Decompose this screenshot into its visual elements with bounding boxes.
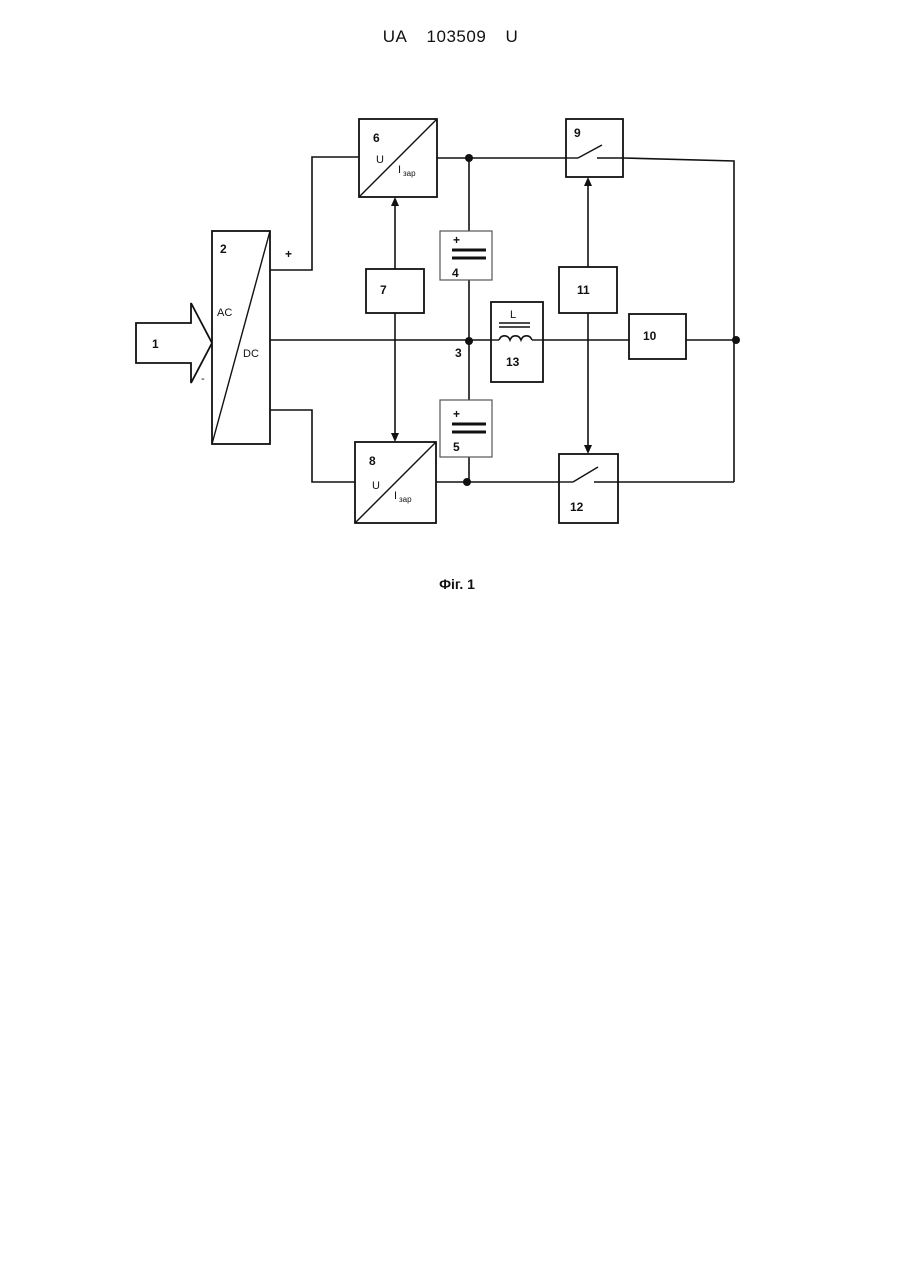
converter-6-u: U bbox=[376, 154, 384, 166]
converter-8-u: U bbox=[372, 480, 380, 492]
junction-right bbox=[732, 336, 740, 344]
arrow-to-12 bbox=[584, 445, 592, 454]
capacitor-5-box bbox=[440, 400, 492, 457]
converter-6-i: I bbox=[398, 164, 401, 176]
label-5: 5 bbox=[453, 440, 460, 454]
figure-caption: Фiг. 1 bbox=[0, 576, 901, 592]
label-13: 13 bbox=[506, 355, 520, 369]
controller-11: 11 bbox=[559, 267, 617, 313]
inductor-13: L 13 bbox=[491, 302, 543, 382]
controller-7-box bbox=[366, 269, 424, 313]
label-9: 9 bbox=[574, 126, 581, 140]
label-8: 8 bbox=[369, 454, 376, 468]
label-dc: DC bbox=[243, 348, 259, 360]
converter-6-i-sub: зар bbox=[403, 169, 416, 178]
label-7: 7 bbox=[380, 283, 387, 297]
circuit-diagram: 1 - 2 AC DC + 3 + 4 + 5 6 U I зар bbox=[0, 0, 901, 640]
label-6: 6 bbox=[373, 131, 380, 145]
capacitor-5: + 5 bbox=[440, 400, 492, 457]
arrow-to-6 bbox=[391, 197, 399, 206]
input-arrow-1: 1 - bbox=[136, 303, 212, 385]
inductor-13-box bbox=[491, 302, 543, 382]
junction-mid bbox=[465, 337, 473, 345]
label-3: 3 bbox=[455, 346, 462, 360]
label-11: 11 bbox=[577, 283, 590, 297]
label-2: 2 bbox=[220, 242, 227, 256]
minus-mark: - bbox=[201, 373, 205, 385]
block-10: 10 bbox=[629, 314, 686, 359]
label-4: 4 bbox=[452, 266, 459, 280]
label-ac: AC bbox=[217, 307, 232, 319]
switch-12: 12 bbox=[559, 454, 618, 523]
converter-8-i: I bbox=[394, 490, 397, 502]
converter-6: 6 U I зар bbox=[359, 119, 437, 197]
capacitor-4: + 4 bbox=[440, 231, 492, 280]
converter-8: 8 U I зар bbox=[355, 442, 436, 523]
switch-9: 9 bbox=[566, 119, 623, 177]
label-10: 10 bbox=[643, 329, 657, 343]
controller-7: 7 bbox=[366, 269, 424, 313]
arrow-to-8 bbox=[391, 433, 399, 442]
label-12: 12 bbox=[570, 500, 584, 514]
block-10-box bbox=[629, 314, 686, 359]
junction-top bbox=[465, 154, 473, 162]
rectifier-2: 2 AC DC + bbox=[212, 231, 292, 444]
arrow-to-9 bbox=[584, 177, 592, 186]
capacitor-4-box bbox=[440, 231, 492, 280]
wire-plus bbox=[270, 157, 359, 270]
converter-8-i-sub: зар bbox=[399, 495, 412, 504]
wire-minus bbox=[270, 410, 355, 482]
label-plus: + bbox=[285, 247, 292, 261]
capacitor-5-sign: + bbox=[453, 407, 460, 421]
input-arrow-shape bbox=[136, 303, 212, 383]
label-1: 1 bbox=[152, 337, 159, 351]
junction-bottom bbox=[463, 478, 471, 486]
capacitor-4-sign: + bbox=[453, 233, 460, 247]
inductor-label: L bbox=[510, 309, 516, 321]
switch-12-box bbox=[559, 454, 618, 523]
